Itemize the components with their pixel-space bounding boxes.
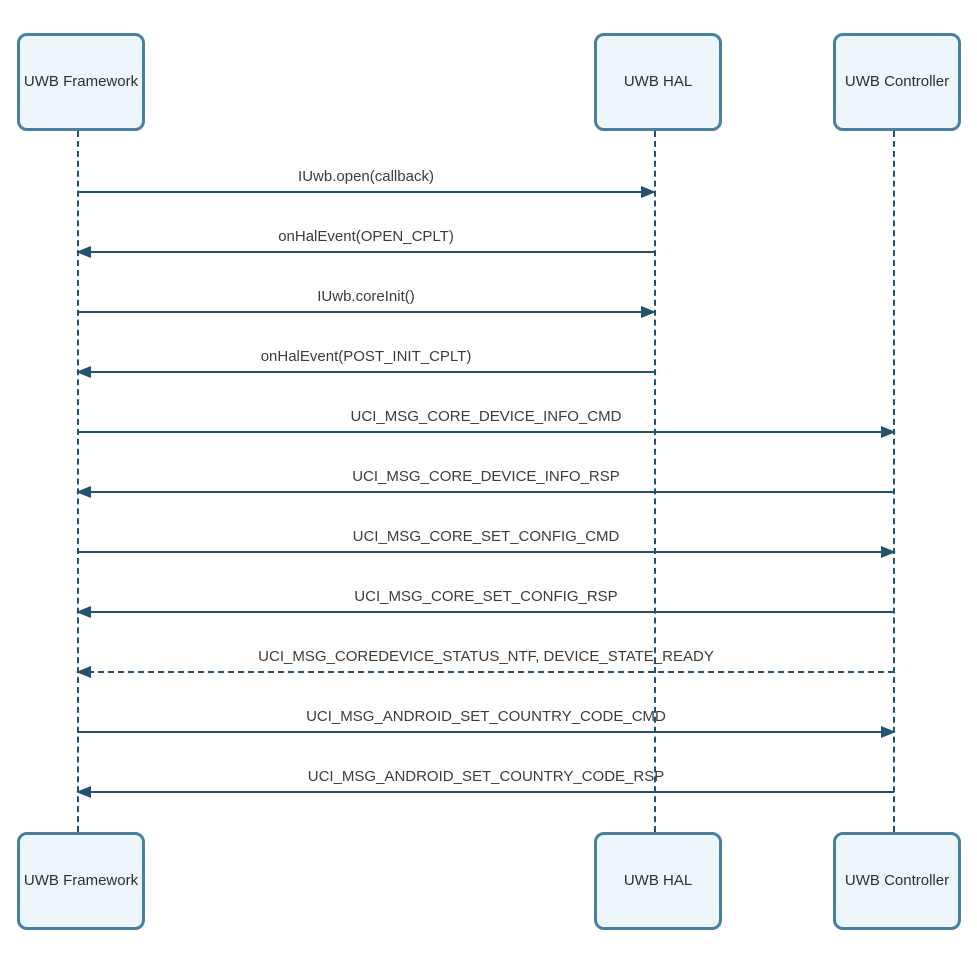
message-line [78, 251, 654, 253]
msg-android-set-country-code-cmd: UCI_MSG_ANDROID_SET_COUNTRY_CODE_CMD [78, 708, 896, 738]
actor-label: UWB Framework [23, 871, 139, 889]
arrowhead-left-icon [76, 486, 91, 498]
message-line [78, 551, 894, 553]
actor-label: UWB HAL [623, 72, 693, 90]
msg-iuwb-coreinit: IUwb.coreInit() [78, 288, 656, 318]
arrowhead-right-icon [881, 426, 896, 438]
message-label: UCI_MSG_ANDROID_SET_COUNTRY_CODE_CMD [306, 708, 666, 725]
arrowhead-left-icon [76, 666, 91, 678]
actor-uwb-framework-bottom: UWB Framework [17, 832, 145, 930]
msg-android-set-country-code-rsp: UCI_MSG_ANDROID_SET_COUNTRY_CODE_RSP [76, 768, 894, 798]
lifeline-uwb-hal [654, 131, 656, 832]
message-label: UCI_MSG_ANDROID_SET_COUNTRY_CODE_RSP [307, 768, 665, 785]
message-line [78, 791, 894, 793]
msg-core-set-config-cmd: UCI_MSG_CORE_SET_CONFIG_CMD [78, 528, 896, 558]
msg-core-device-info-cmd: UCI_MSG_CORE_DEVICE_INFO_CMD [78, 408, 896, 438]
actor-uwb-hal-top: UWB HAL [594, 33, 722, 131]
actor-label: UWB Framework [23, 72, 139, 90]
msg-onhalevent-post-init-cplt: onHalEvent(POST_INIT_CPLT) [76, 348, 654, 378]
msg-onhalevent-open-cplt: onHalEvent(OPEN_CPLT) [76, 228, 654, 258]
arrowhead-left-icon [76, 606, 91, 618]
message-label: IUwb.coreInit() [317, 288, 415, 305]
message-line [78, 311, 654, 313]
message-label: IUwb.open(callback) [298, 168, 434, 185]
message-label: UCI_MSG_CORE_SET_CONFIG_RSP [354, 588, 618, 605]
arrowhead-right-icon [641, 306, 656, 318]
actor-label: UWB HAL [623, 871, 693, 889]
arrowhead-right-icon [641, 186, 656, 198]
lifeline-uwb-controller [893, 131, 895, 832]
message-label: UCI_MSG_COREDEVICE_STATUS_NTF, DEVICE_ST… [258, 648, 714, 665]
message-label: onHalEvent(OPEN_CPLT) [278, 228, 454, 245]
msg-device-status-ntf: UCI_MSG_COREDEVICE_STATUS_NTF, DEVICE_ST… [76, 648, 894, 678]
message-label: UCI_MSG_CORE_DEVICE_INFO_RSP [352, 468, 620, 485]
message-label: onHalEvent(POST_INIT_CPLT) [260, 348, 472, 365]
arrowhead-left-icon [76, 786, 91, 798]
msg-core-device-info-rsp: UCI_MSG_CORE_DEVICE_INFO_RSP [76, 468, 894, 498]
msg-iuwb-open: IUwb.open(callback) [78, 168, 656, 198]
arrowhead-right-icon [881, 546, 896, 558]
arrowhead-left-icon [76, 366, 91, 378]
msg-core-set-config-rsp: UCI_MSG_CORE_SET_CONFIG_RSP [76, 588, 894, 618]
message-line [78, 491, 894, 493]
message-line [78, 371, 654, 373]
message-line [78, 191, 654, 193]
message-line [78, 671, 894, 673]
message-line [78, 431, 894, 433]
message-line [78, 731, 894, 733]
actor-label: UWB Controller [844, 72, 950, 90]
lifeline-uwb-framework [77, 131, 79, 832]
actor-uwb-controller-bottom: UWB Controller [833, 832, 961, 930]
message-label: UCI_MSG_CORE_SET_CONFIG_CMD [352, 528, 620, 545]
actor-label: UWB Controller [844, 871, 950, 889]
arrowhead-right-icon [881, 726, 896, 738]
actor-uwb-hal-bottom: UWB HAL [594, 832, 722, 930]
actor-uwb-framework-top: UWB Framework [17, 33, 145, 131]
actor-uwb-controller-top: UWB Controller [833, 33, 961, 131]
message-label: UCI_MSG_CORE_DEVICE_INFO_CMD [350, 408, 622, 425]
message-line [78, 611, 894, 613]
arrowhead-left-icon [76, 246, 91, 258]
